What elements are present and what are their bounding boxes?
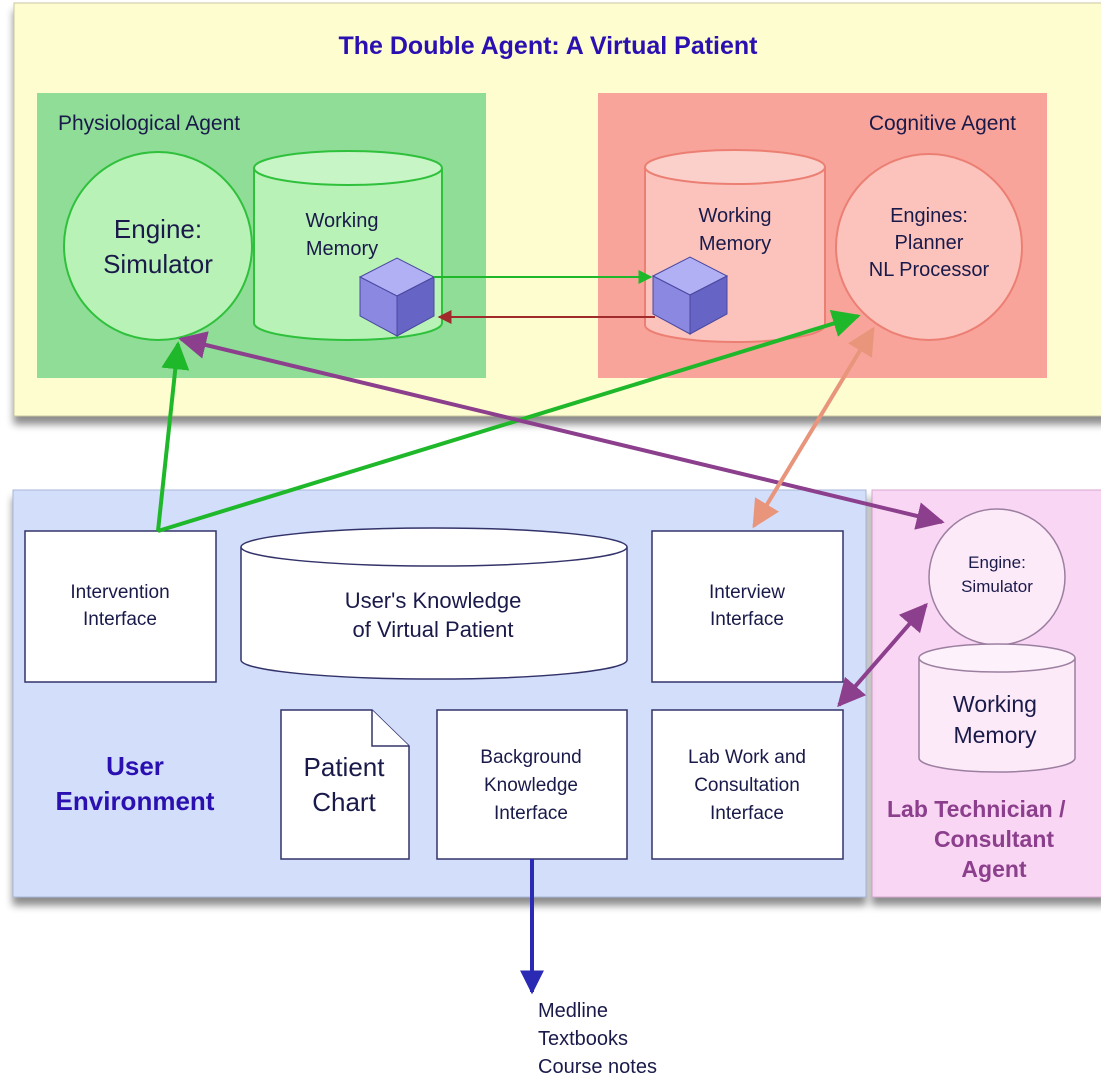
lab-memory-line1: Working xyxy=(953,691,1037,717)
knowledge-line1: User's Knowledge xyxy=(345,588,522,613)
background-line2: Knowledge xyxy=(484,775,578,796)
background-line1: Background xyxy=(480,747,581,768)
lab-work-line1: Lab Work and xyxy=(688,747,806,768)
lab-engine-line2: Simulator xyxy=(961,577,1033,596)
cognitive-agent-label: Cognitive Agent xyxy=(869,112,1016,135)
patient-chart-line2: Chart xyxy=(312,787,376,817)
intervention-line1: Intervention xyxy=(70,582,169,603)
lab-work-interface-box: Lab Work and Consultation Interface xyxy=(651,709,844,860)
intervention-interface-box: Intervention Interface xyxy=(24,530,217,683)
resource-item: Textbooks xyxy=(538,1028,628,1050)
cognitive-engine-circle: Engines: Planner NL Processor xyxy=(835,153,1023,341)
user-knowledge-database: User's Knowledge of Virtual Patient xyxy=(240,527,628,680)
patient-chart-line1: Patient xyxy=(304,752,386,782)
lab-memory-line2: Memory xyxy=(953,722,1037,748)
lab-agent-label-line2: Consultant xyxy=(934,826,1054,852)
user-environment-label-line2: Environment xyxy=(56,786,215,816)
cube-icon xyxy=(651,256,729,335)
resource-item: Course notes xyxy=(538,1056,657,1078)
cognitive-memory-line2: Memory xyxy=(699,233,771,255)
lab-work-line3: Interface xyxy=(710,803,784,824)
physiological-engine-line2: Simulator xyxy=(103,249,213,279)
interview-line2: Interface xyxy=(710,609,784,630)
cognitive-engine-line3: NL Processor xyxy=(869,259,990,281)
interview-line1: Interview xyxy=(709,582,785,603)
knowledge-line2: of Virtual Patient xyxy=(352,617,513,642)
physiological-engine-circle: Engine: Simulator xyxy=(63,151,253,341)
resource-list: Medline Textbooks Course notes xyxy=(538,1000,657,1078)
physiological-agent-label: Physiological Agent xyxy=(58,112,240,135)
background-line3: Interface xyxy=(494,803,568,824)
background-knowledge-interface-box: Background Knowledge Interface xyxy=(436,709,628,860)
intervention-line2: Interface xyxy=(83,609,157,630)
lab-engine-line1: Engine: xyxy=(968,553,1026,572)
cognitive-engine-line1: Engines: xyxy=(890,205,968,227)
lab-work-line2: Consultation xyxy=(694,775,800,796)
user-environment-label-line1: User xyxy=(106,751,164,781)
cognitive-engine-line2: Planner xyxy=(895,232,964,254)
cognitive-memory-line1: Working xyxy=(699,205,772,227)
physiological-memory-line1: Working xyxy=(306,210,379,232)
lab-agent-label-line3: Agent xyxy=(961,856,1027,882)
lab-agent-label-line1: Lab Technician / xyxy=(887,796,1066,822)
cognitive-interview-arrow xyxy=(752,326,875,529)
intervention-to-physiological-arrow xyxy=(156,341,190,532)
physiological-engine-line1: Engine: xyxy=(114,214,202,244)
lab-work-lab-engine-arrow xyxy=(837,602,928,708)
interview-interface-box: Interview Interface xyxy=(651,530,844,683)
resource-item: Medline xyxy=(538,1000,608,1022)
patient-chart-document: Patient Chart xyxy=(280,709,410,860)
physiological-memory-line2: Memory xyxy=(306,238,378,260)
lab-agent-panel: Engine: Simulator Working Memory Lab Tec… xyxy=(871,489,1101,898)
diagram-title: The Double Agent: A Virtual Patient xyxy=(338,32,758,60)
